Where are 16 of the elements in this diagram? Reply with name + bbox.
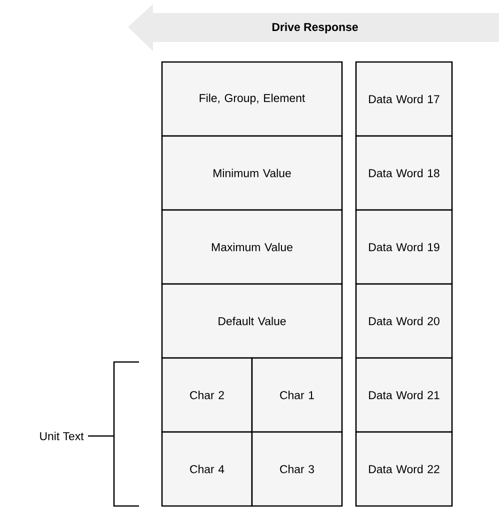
data-word-box: Data Word 19 (355, 209, 453, 285)
bracket-label: Unit Text (40, 432, 84, 440)
data-word-box: Data Word 22 (355, 431, 453, 507)
data-word-box: Data Word 18 (355, 135, 453, 211)
field-box: Char 4 (161, 431, 253, 507)
field-box: Char 1 (251, 357, 343, 433)
data-word-box: Data Word 17 (355, 61, 453, 137)
field-box: Maximum Value (161, 209, 343, 285)
field-box: Char 3 (251, 431, 343, 507)
field-box: File, Group, Element (161, 61, 343, 137)
field-box: Default Value (161, 283, 343, 359)
data-word-box: Data Word 21 (355, 357, 453, 433)
data-word-box: Data Word 20 (355, 283, 453, 359)
field-box: Minimum Value (161, 135, 343, 211)
arrow-banner: Drive Response (128, 4, 499, 51)
field-box: Char 2 (161, 357, 253, 433)
